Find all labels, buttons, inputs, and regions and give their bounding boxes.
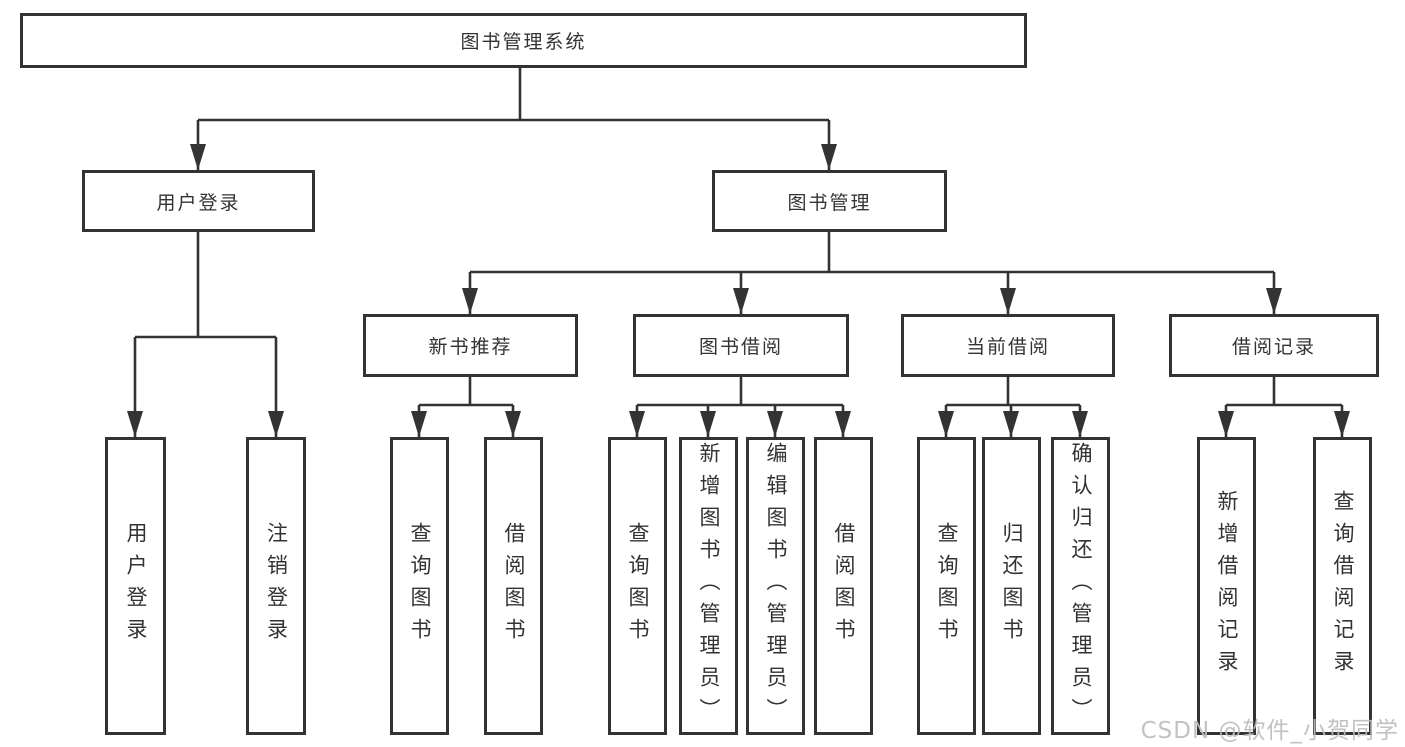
tree-connector-arrowheads	[127, 144, 1350, 437]
node-current-borrow-label: 当前借阅	[965, 336, 1050, 358]
leaf-edit-book-admin-label: 编辑图书（管理员）	[764, 442, 788, 730]
leaf-borrow-book-label: 借阅图书	[832, 522, 856, 650]
leaf-query-books-current: 查询图书	[917, 437, 976, 735]
node-new-book-recommend: 新书推荐	[363, 314, 578, 377]
leaf-add-borrow-record: 新增借阅记录	[1197, 437, 1256, 735]
leaf-query-books-recommend: 查询图书	[390, 437, 449, 735]
leaf-logout: 注销登录	[246, 437, 306, 735]
node-root-library-system: 图书管理系统	[20, 13, 1027, 68]
leaf-query-borrow-record: 查询借阅记录	[1313, 437, 1372, 735]
node-borrow-records-label: 借阅记录	[1231, 336, 1316, 358]
leaf-query-books-recommend-label: 查询图书	[408, 522, 432, 650]
node-borrow-records: 借阅记录	[1169, 314, 1379, 377]
leaf-edit-book-admin: 编辑图书（管理员）	[746, 437, 805, 735]
leaf-add-borrow-record-label: 新增借阅记录	[1215, 490, 1239, 682]
node-user-login: 用户登录	[82, 170, 315, 232]
leaf-query-books-borrow: 查询图书	[608, 437, 667, 735]
node-book-borrow-label: 图书借阅	[698, 336, 783, 358]
node-new-book-recommend-label: 新书推荐	[428, 336, 513, 358]
leaf-return-book-label: 归还图书	[1000, 522, 1024, 650]
tree-connector-lines	[133, 68, 1344, 437]
leaf-logout-label: 注销登录	[264, 522, 289, 650]
leaf-query-books-current-label: 查询图书	[935, 522, 959, 650]
node-book-management: 图书管理	[712, 170, 947, 232]
leaf-add-book-admin-label: 新增图书（管理员）	[697, 442, 721, 730]
leaf-query-borrow-record-label: 查询借阅记录	[1331, 490, 1355, 682]
leaf-borrow-book: 借阅图书	[814, 437, 873, 735]
node-book-borrow: 图书借阅	[633, 314, 849, 377]
leaf-confirm-return-admin-label: 确认归还（管理员）	[1069, 442, 1093, 730]
leaf-query-books-borrow-label: 查询图书	[626, 522, 650, 650]
node-book-management-label: 图书管理	[787, 191, 872, 214]
leaf-return-book: 归还图书	[982, 437, 1041, 735]
node-user-login-label: 用户登录	[156, 191, 241, 214]
csdn-watermark: CSDN @软件_小贺同学	[1140, 718, 1399, 744]
node-root-label: 图书管理系统	[460, 31, 587, 53]
node-current-borrow: 当前借阅	[901, 314, 1115, 377]
leaf-add-book-admin: 新增图书（管理员）	[679, 437, 738, 735]
leaf-borrow-books-recommend: 借阅图书	[484, 437, 543, 735]
leaf-borrow-books-recommend-label: 借阅图书	[502, 522, 526, 650]
leaf-confirm-return-admin: 确认归还（管理员）	[1051, 437, 1110, 735]
leaf-user-login: 用户登录	[105, 437, 166, 735]
leaf-user-login-label: 用户登录	[124, 522, 148, 650]
